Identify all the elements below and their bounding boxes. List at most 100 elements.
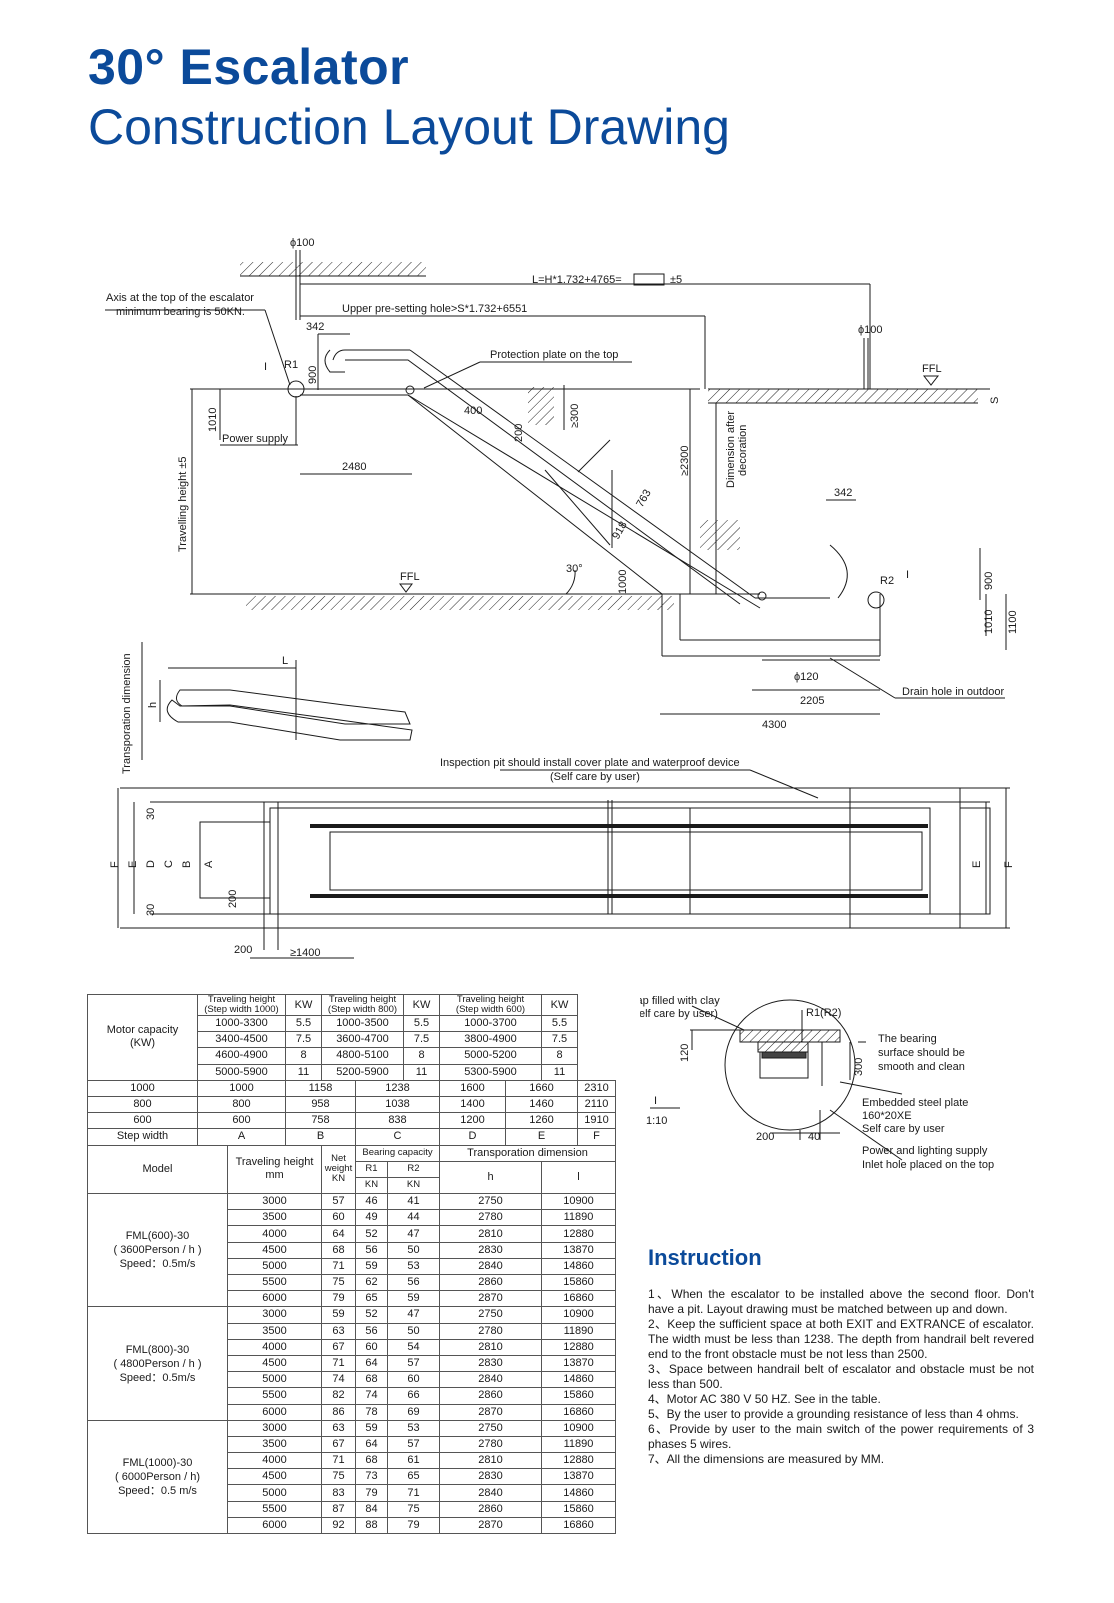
label-embed-1: Embedded steel plate (862, 1097, 968, 1109)
model-name-cell: FML(800)-30( 4800Person / h )Speed：0.5m/… (87, 1306, 228, 1421)
label-l-formula: L=H*1.732+4765= (532, 274, 622, 286)
label-342b: 342 (834, 487, 852, 499)
label-2205: 2205 (800, 695, 824, 707)
label-detail-i: I (654, 1095, 657, 1107)
model-name-cell: FML(1000)-30( 6000Person / h)Speed：0.5 m… (87, 1419, 228, 1535)
label-protection: Protection plate on the top (490, 349, 618, 361)
label-r1: R1 (284, 359, 298, 371)
label-plsupply-1: Power and lighting supply (862, 1145, 988, 1157)
label-300: ≥300 (569, 404, 581, 428)
detail-r1-r2: R1(R2) Gap filled with clay (Self care b… (640, 995, 994, 1171)
label-a-left: A (203, 860, 215, 868)
label-phi120: ϕ120 (794, 671, 819, 683)
label-bearing-2: surface should be (878, 1047, 965, 1059)
th-kw-2: KW (403, 994, 440, 1016)
label-h-small: h (147, 702, 159, 708)
label-travel-h: Travelling height ±5 (177, 456, 189, 552)
label-axis-note-2: minimum bearing is 50KN. (116, 306, 245, 318)
label-300b: 300 (853, 1058, 865, 1076)
instruction-item: 4、Motor AC 380 V 50 HZ. See in the table… (648, 1392, 881, 1406)
motor-capacity-label: Motor capacity(KW) (87, 994, 198, 1081)
label-e-right: E (971, 861, 983, 868)
th-step-600: Traveling height(Step width 600) (439, 994, 542, 1016)
th-step-1000: Traveling height(Step width 1000) (197, 994, 286, 1016)
label-s: S (989, 397, 1001, 404)
label-30deg: 30° (566, 563, 583, 575)
label-ffl-lower: FFL (400, 571, 420, 583)
label-200d: 200 (756, 1131, 774, 1143)
th-kw-1: KW (285, 994, 322, 1016)
label-f-right: F (1003, 861, 1015, 868)
label-e-left: E (127, 861, 139, 868)
label-embed-3: Self care by user (862, 1123, 945, 1135)
label-1010: 1010 (207, 408, 219, 432)
page-title: 30° Escalator (88, 39, 410, 95)
label-plsupply-2: Inlet hole placed on the top (862, 1159, 994, 1171)
upper-floor-hatch (708, 389, 978, 403)
instruction-item: 2、Keep the sufficient space at both EXIT… (648, 1317, 1034, 1361)
label-phi100-top: ϕ100 (290, 237, 315, 249)
label-200c: 200 (234, 944, 252, 956)
instruction-item: 5、By the user to provide a grounding res… (648, 1407, 1019, 1421)
instruction-title: Instruction (648, 1245, 762, 1270)
th-kw-3: KW (541, 994, 578, 1016)
label-b-left: B (181, 861, 193, 868)
th-step-800: Traveling height(Step width 800) (321, 994, 404, 1016)
label-i-lower: I (906, 569, 909, 581)
spec-table: Motor capacity(KW) Traveling height(Step… (87, 994, 616, 1535)
label-200: 200 (513, 424, 525, 442)
page-subtitle: Construction Layout Drawing (88, 99, 730, 155)
label-763: 763 (634, 488, 654, 510)
label-r2: R2 (880, 575, 894, 587)
model-name-cell: FML(600)-30( 3600Person / h )Speed：0.5m/… (87, 1193, 228, 1308)
construction-drawing: ϕ100 L=H*1.732+4765= ±5 Axis at the top … (105, 237, 1019, 959)
label-4300: 4300 (762, 719, 786, 731)
instruction-item: 3、Space between handrail belt of escalat… (648, 1362, 1034, 1391)
instruction-item: 6、Provide by user to the main switch of … (648, 1422, 1034, 1451)
label-2300: ≥2300 (679, 445, 691, 476)
instruction-item: 1、When the escalator to be installed abo… (648, 1287, 1034, 1316)
label-axis-note-1: Axis at the top of the escalator (106, 292, 254, 304)
label-1400: ≥1400 (290, 947, 321, 959)
label-i-upper: I (264, 361, 267, 373)
label-900b: 900 (983, 572, 995, 590)
label-tol5: ±5 (670, 274, 682, 286)
label-200b: 200 (227, 890, 239, 908)
label-2480: 2480 (342, 461, 366, 473)
instruction-list: 1、When the escalator to be installed abo… (648, 1287, 1034, 1467)
label-120: 120 (679, 1044, 691, 1062)
label-d-left: D (145, 860, 157, 868)
label-dim-after-2: decoration (737, 425, 749, 476)
label-scale: 1:10 (646, 1115, 667, 1127)
label-1010b: 1010 (983, 610, 995, 634)
label-phi100-b: ϕ100 (858, 324, 883, 336)
model-subheader-kn: KN KN (88, 1176, 616, 1195)
label-pit-note: Inspection pit should install cover plat… (440, 757, 740, 769)
label-30-bottom: 30 (145, 904, 157, 916)
label-bearing-3: smooth and clean (878, 1061, 965, 1073)
label-40: 40 (808, 1131, 820, 1143)
label-detail-r: R1(R2) (806, 1007, 841, 1019)
label-342a: 342 (306, 321, 324, 333)
instruction-item: 7、All the dimensions are measured by MM. (648, 1452, 885, 1466)
label-l: L (282, 655, 288, 667)
label-400: 400 (464, 405, 482, 417)
label-bearing-1: The bearing (878, 1033, 937, 1045)
label-c-left: C (163, 860, 175, 868)
table-row: FML(800)-30( 4800Person / h )Speed：0.5m/… (87, 1306, 616, 1421)
